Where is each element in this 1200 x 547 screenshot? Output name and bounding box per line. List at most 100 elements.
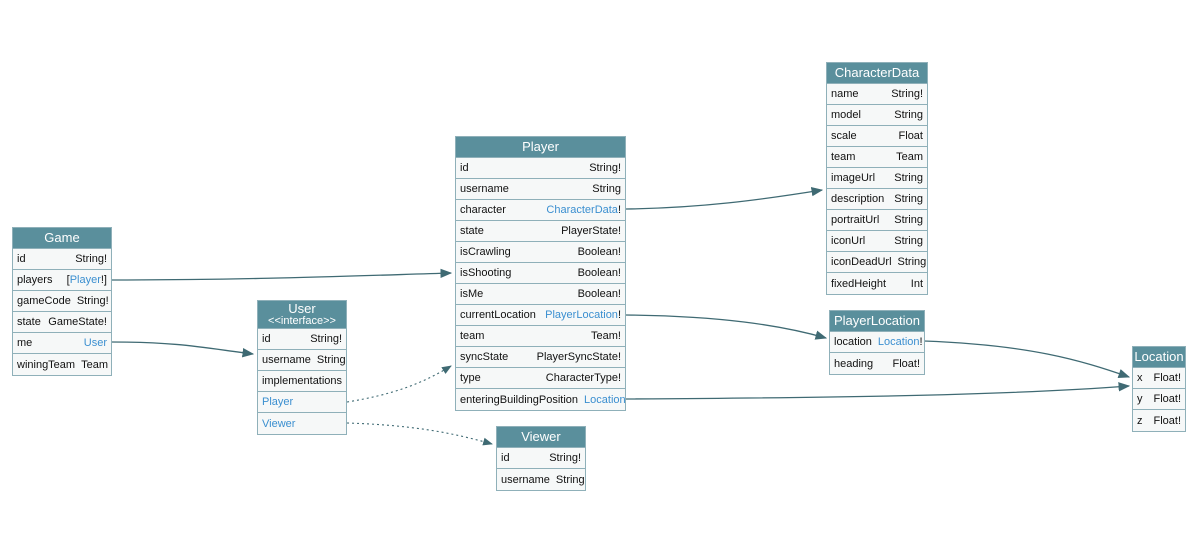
field-row[interactable]: isShooting Boolean! bbox=[456, 263, 625, 284]
interface-stereotype: <<interface>> bbox=[268, 315, 336, 327]
field-type: CharacterData! bbox=[546, 204, 621, 216]
type-link-location[interactable]: Location bbox=[584, 393, 626, 406]
type-location-title: Location bbox=[1133, 347, 1185, 368]
non-null-marker: ! bbox=[617, 204, 621, 216]
field-name: id bbox=[460, 162, 469, 174]
field-name: heading bbox=[834, 357, 874, 370]
field-type: Team bbox=[896, 151, 923, 163]
type-characterdata-title: CharacterData bbox=[827, 63, 927, 84]
field-type: Boolean! bbox=[577, 267, 621, 279]
field-type: PlayerSyncState! bbox=[536, 351, 621, 363]
field-row[interactable]: winingTeam Team bbox=[13, 354, 111, 375]
field-name: state bbox=[460, 225, 484, 237]
field-row[interactable]: iconDeadUrl String bbox=[827, 252, 927, 273]
type-link-location[interactable]: Location bbox=[877, 336, 920, 348]
edge-user-viewer-impl bbox=[346, 422, 493, 446]
field-type: String bbox=[894, 109, 923, 121]
type-link-playerlocation[interactable]: PlayerLocation bbox=[545, 309, 618, 321]
type-link-characterdata[interactable]: CharacterData bbox=[546, 204, 618, 216]
edge-player-character-to-characterdata bbox=[625, 187, 824, 210]
field-name: iconDeadUrl bbox=[831, 256, 892, 268]
field-name: isShooting bbox=[460, 267, 512, 279]
type-playerlocation-title: PlayerLocation bbox=[830, 311, 924, 332]
type-link-user[interactable]: User bbox=[83, 337, 107, 349]
field-name: isCrawling bbox=[460, 246, 511, 258]
non-null-marker: ! bbox=[919, 336, 923, 348]
type-player-title: Player bbox=[456, 137, 625, 158]
field-name: winingTeam bbox=[17, 358, 76, 371]
field-name: y bbox=[1137, 393, 1143, 405]
type-game-title: Game bbox=[13, 228, 111, 249]
field-type: Location bbox=[584, 394, 626, 406]
type-link-player[interactable]: Player bbox=[69, 274, 101, 286]
field-name: location bbox=[834, 336, 872, 348]
field-row[interactable]: heading Float! bbox=[830, 353, 924, 374]
field-name: isMe bbox=[460, 288, 484, 300]
field-name: id bbox=[501, 452, 510, 464]
field-type: Int bbox=[910, 277, 923, 290]
field-name: id bbox=[262, 333, 271, 345]
field-name: x bbox=[1137, 372, 1143, 384]
field-type: String bbox=[894, 214, 923, 226]
field-name: iconUrl bbox=[831, 235, 866, 247]
field-row[interactable]: x Float! bbox=[1133, 368, 1185, 389]
field-type: String bbox=[897, 256, 927, 268]
field-row[interactable]: location Location! bbox=[830, 332, 924, 353]
field-type: User bbox=[84, 337, 107, 349]
field-type: String bbox=[894, 235, 923, 247]
field-name: type bbox=[460, 372, 481, 384]
field-name: gameCode bbox=[17, 295, 71, 307]
field-type: Boolean! bbox=[577, 288, 621, 300]
field-row[interactable]: iconUrl String bbox=[827, 231, 927, 252]
type-user-name: User bbox=[288, 301, 316, 316]
field-type: Team bbox=[81, 358, 108, 371]
implementations-header: implementations bbox=[258, 371, 346, 392]
field-name: username bbox=[501, 473, 550, 486]
field-type: GameState! bbox=[48, 316, 107, 328]
field-type: Float! bbox=[892, 357, 920, 370]
field-row[interactable]: syncState PlayerSyncState! bbox=[456, 347, 625, 368]
field-type: String bbox=[894, 172, 923, 184]
field-row[interactable]: isMe Boolean! bbox=[456, 284, 625, 305]
field-name: syncState bbox=[460, 351, 509, 363]
field-row[interactable]: players[Player!] bbox=[13, 270, 111, 291]
type-playerlocation[interactable]: PlayerLocation location Location! heading… bbox=[829, 310, 925, 375]
implementation-link-viewer[interactable]: Viewer bbox=[258, 413, 346, 434]
field-type: Float! bbox=[1153, 372, 1181, 384]
implementation-link-player[interactable]: Player bbox=[258, 392, 346, 413]
list-open-bracket: [ bbox=[66, 274, 70, 286]
